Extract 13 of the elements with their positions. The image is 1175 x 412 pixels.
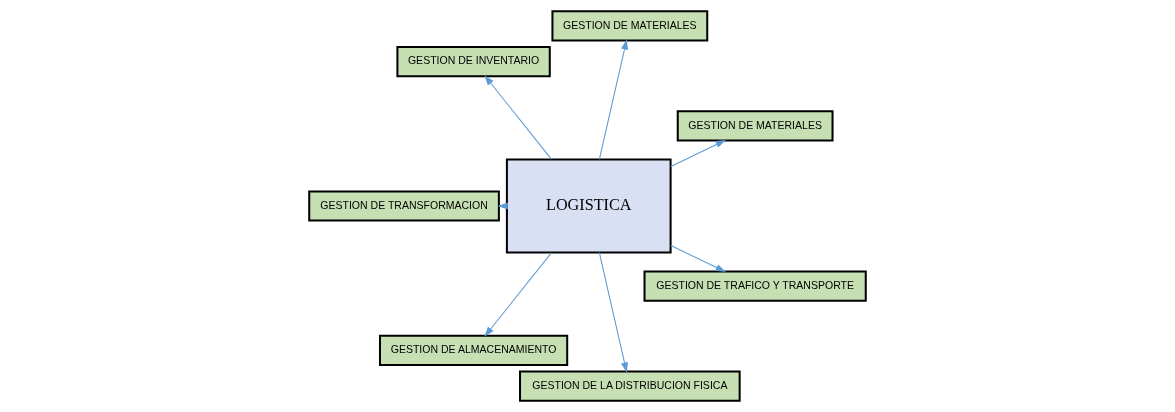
node-box: GESTION DE MATERIALES xyxy=(551,10,709,42)
arrow xyxy=(484,75,552,160)
node-box: GESTION DE TRAFICO Y TRANSPORTE xyxy=(643,270,867,302)
arrow xyxy=(598,39,628,160)
node-box: GESTION DE TRANSFORMACION xyxy=(308,190,500,222)
arrow xyxy=(670,244,726,273)
arrow xyxy=(484,252,552,337)
node-box: GESTION DE INVENTARIO xyxy=(396,46,551,78)
node-box: GESTION DE ALMACENAMIENTO xyxy=(378,334,569,366)
arrow xyxy=(598,252,628,373)
arrow xyxy=(670,139,726,168)
node-box: GESTION DE LA DISTRIBUCION FISICA xyxy=(519,370,741,402)
node-box: GESTION DE MATERIALES xyxy=(676,110,834,142)
